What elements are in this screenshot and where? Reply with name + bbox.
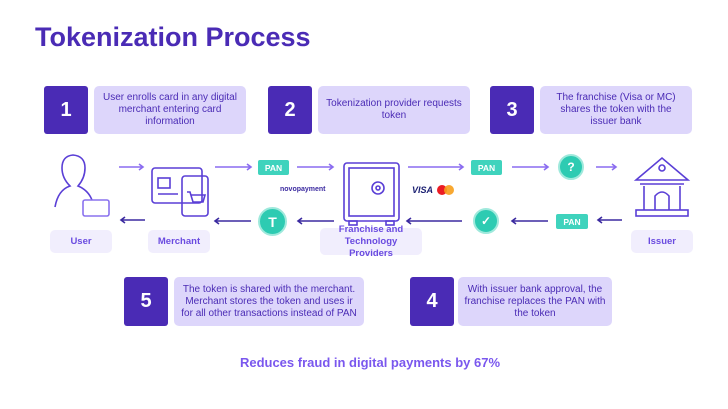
pan-badge: PAN bbox=[471, 160, 502, 175]
page-title: Tokenization Process bbox=[35, 22, 311, 52]
actor-issuer: Issuer bbox=[631, 230, 693, 253]
return-arrows bbox=[119, 216, 622, 225]
step-5-text: The token is shared with the merchant. M… bbox=[174, 277, 364, 326]
safe-icon bbox=[343, 162, 400, 226]
step-1-number: 1 bbox=[44, 86, 88, 134]
token-icon: T bbox=[258, 207, 287, 236]
actor-providers: Franchise and Technology Providers bbox=[320, 224, 422, 259]
novopayment-logo: novopayment bbox=[280, 186, 326, 193]
mastercard-logo bbox=[437, 185, 454, 195]
bank-icon bbox=[633, 156, 691, 217]
merchant-icon bbox=[151, 167, 209, 217]
pan-badge: PAN bbox=[556, 214, 588, 229]
actor-user: User bbox=[50, 230, 112, 253]
step-1-text: User enrolls card in any digital merchan… bbox=[94, 86, 246, 134]
step-2-number: 2 bbox=[268, 86, 312, 134]
step-5-number: 5 bbox=[124, 277, 168, 326]
user-icon bbox=[54, 154, 110, 217]
question-icon: ? bbox=[558, 154, 584, 180]
step-4-number: 4 bbox=[410, 277, 454, 326]
step-3-text: The franchise (Visa or MC) shares the to… bbox=[540, 86, 692, 134]
step-3-number: 3 bbox=[490, 86, 534, 134]
forward-arrows bbox=[119, 163, 618, 171]
actor-merchant: Merchant bbox=[148, 230, 210, 253]
visa-logo: VISA bbox=[412, 185, 434, 195]
pan-badge: PAN bbox=[258, 160, 289, 175]
step-4-text: With issuer bank approval, the franchise… bbox=[458, 277, 612, 326]
step-2-text: Tokenization provider requests token bbox=[318, 86, 470, 134]
footer-stat: Reduces fraud in digital payments by 67% bbox=[239, 355, 501, 370]
check-icon: ✓ bbox=[473, 208, 499, 234]
